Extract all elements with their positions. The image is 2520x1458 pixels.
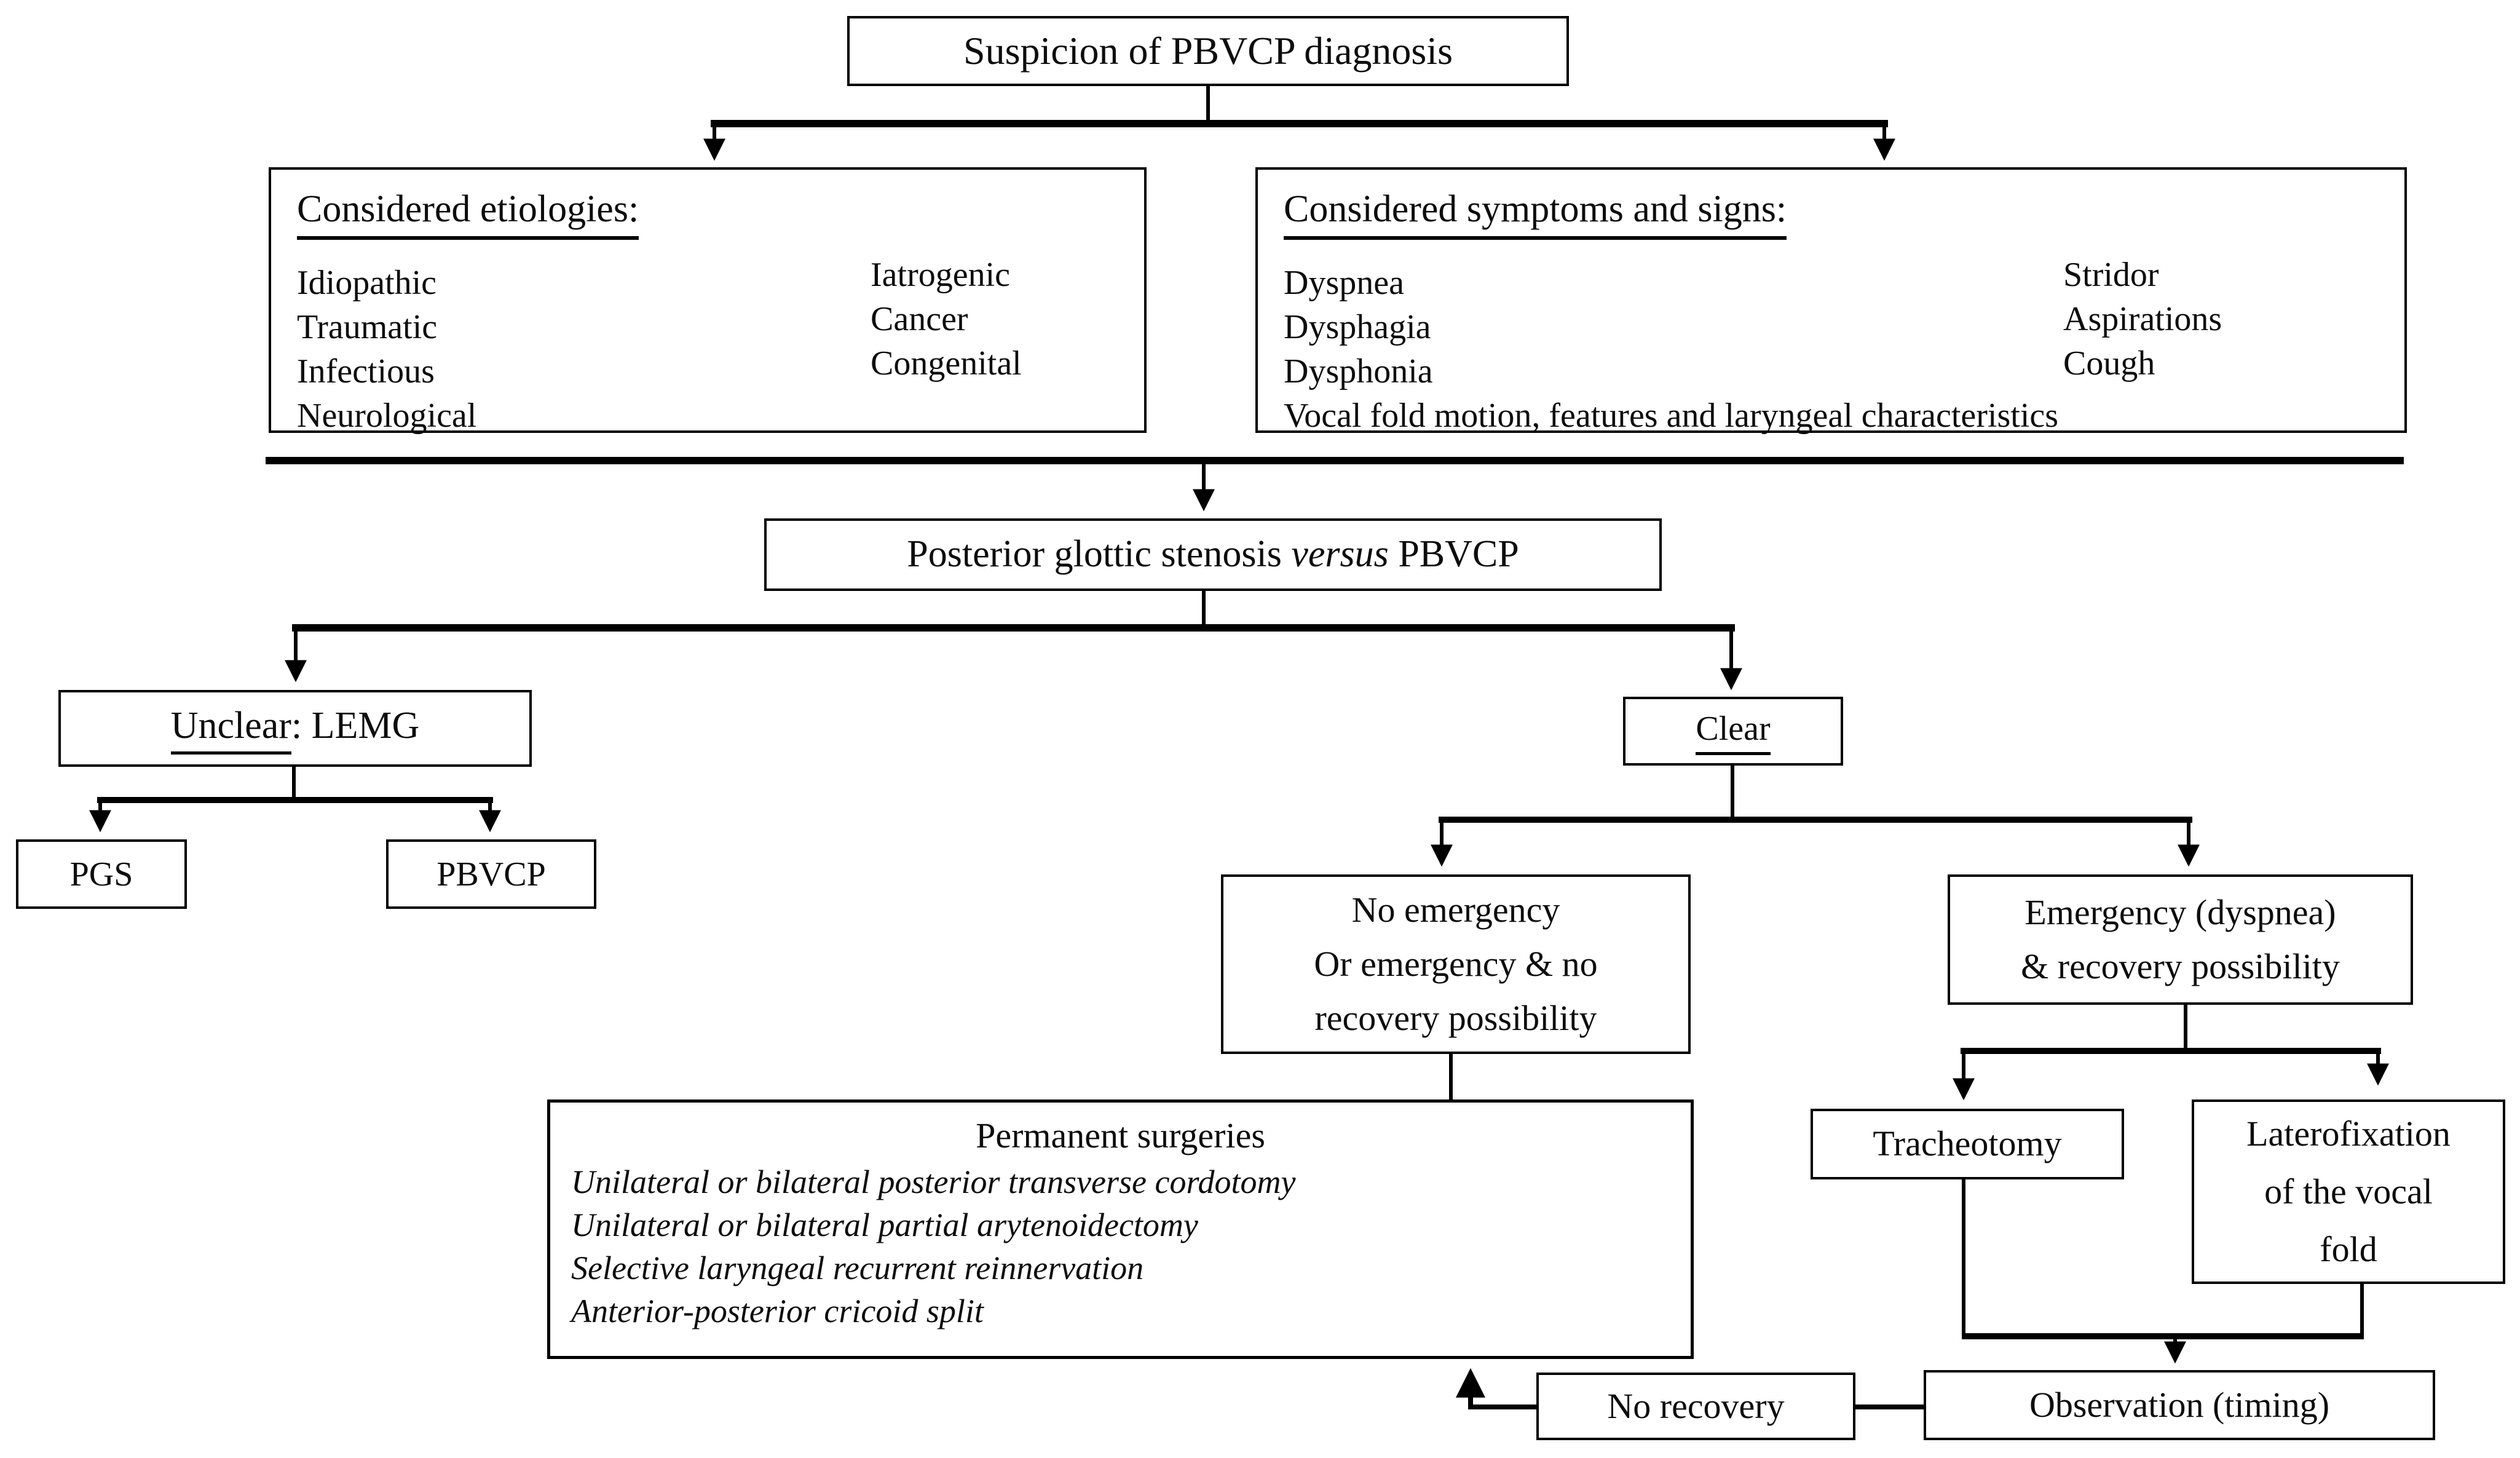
etiology-item: Iatrogenic	[871, 256, 1010, 294]
suspicion-label: Suspicion of PBVCP diagnosis	[963, 29, 1453, 73]
unclear-underlined: Unclear	[170, 702, 291, 755]
no-recovery-label: No recovery	[1607, 1385, 1785, 1426]
emergency-box: Emergency (dyspnea) & recovery possibili…	[1948, 874, 2413, 1005]
tracheotomy-box: Tracheotomy	[1811, 1109, 2124, 1179]
unclear-lemg-label: Unclear: LEMG	[170, 702, 420, 755]
etiology-item: Congenital	[871, 344, 1022, 382]
symptom-item: Dysphagia	[1284, 307, 1431, 346]
etiologies-heading-text: Considered etiologies:	[297, 186, 639, 240]
arrow-norecovery-to-surgeries	[1456, 1368, 1540, 1409]
laterofixation-line: Laterofixation	[2246, 1114, 2451, 1154]
unclear-lemg-box: Unclear: LEMG	[58, 690, 532, 767]
symptoms-heading-text: Considered symptoms and signs:	[1284, 186, 1787, 240]
emergency-line: Emergency (dyspnea)	[2024, 892, 2336, 932]
observation-box: Observation (timing)	[1924, 1370, 2435, 1440]
symptoms-column2: Stridor Aspirations Cough	[2063, 253, 2222, 386]
symptoms-footer: Vocal fold motion, features and laryngea…	[1284, 396, 2059, 435]
symptom-item: Aspirations	[2063, 300, 2222, 338]
symptom-item: Stridor	[2063, 256, 2159, 294]
unclear-rest: : LEMG	[291, 704, 420, 747]
pgs-label: PGS	[69, 855, 133, 893]
laterofixation-box: Laterofixation of the vocal fold	[2192, 1099, 2505, 1284]
surgery-item: Selective laryngeal recurrent reinnervat…	[571, 1250, 1144, 1286]
surgeries-title: Permanent surgeries	[976, 1115, 1265, 1155]
symptom-item: Cough	[2063, 344, 2155, 382]
etiologies-heading: Considered etiologies:	[297, 186, 639, 240]
symptom-item: Dysphonia	[1284, 352, 1433, 390]
symptoms-box: Considered symptoms and signs: Dyspnea D…	[1255, 167, 2407, 435]
stenosis-label-pre: Posterior glottic stenosis	[907, 533, 1292, 576]
surgery-item: Unilateral or bilateral partial arytenoi…	[571, 1206, 1198, 1243]
stenosis-label-post: PBVCP	[1388, 533, 1519, 576]
pbvcp-label: PBVCP	[436, 855, 546, 893]
no-emergency-box: No emergency Or emergency & no recovery …	[1221, 874, 1691, 1054]
etiologies-box: Considered etiologies: Idiopathic Trauma…	[269, 167, 1147, 435]
etiology-item: Cancer	[871, 300, 968, 338]
permanent-surgeries-box: Permanent surgeries Unilateral or bilate…	[547, 1099, 1694, 1359]
observation-label: Observation (timing)	[2029, 1384, 2330, 1425]
laterofixation-line: fold	[2320, 1229, 2377, 1269]
surgery-item: Unilateral or bilateral posterior transv…	[571, 1163, 1296, 1200]
no-emergency-line: No emergency	[1351, 890, 1560, 930]
etiology-item: Traumatic	[297, 307, 438, 346]
surgery-item: Anterior-posterior cricoid split	[571, 1293, 984, 1329]
etiology-item: Infectious	[297, 352, 435, 390]
pgs-box: PGS	[16, 839, 187, 909]
laterofixation-line: of the vocal	[2264, 1171, 2433, 1211]
etiologies-column2: Iatrogenic Cancer Congenital	[871, 253, 1022, 386]
emergency-line: & recovery possibility	[2021, 946, 2340, 986]
symptoms-heading: Considered symptoms and signs:	[1284, 186, 1787, 240]
stenosis-label-versus: versus	[1291, 533, 1389, 576]
symptom-item: Dyspnea	[1284, 263, 1404, 302]
clear-label: Clear	[1696, 707, 1771, 755]
clear-box: Clear	[1623, 697, 1843, 766]
tracheotomy-label: Tracheotomy	[1873, 1123, 2062, 1164]
no-recovery-box: No recovery	[1536, 1373, 1855, 1440]
stenosis-vs-pbvcp-box: Posterior glottic stenosis versus PBVCP	[764, 518, 1662, 591]
pbvcp-box: PBVCP	[386, 839, 596, 909]
stenosis-vs-pbvcp-label: Posterior glottic stenosis versus PBVCP	[907, 531, 1519, 579]
suspicion-box: Suspicion of PBVCP diagnosis	[847, 16, 1569, 86]
no-emergency-line: Or emergency & no	[1314, 944, 1598, 984]
etiology-item: Idiopathic	[297, 263, 437, 302]
etiology-item: Neurological	[297, 396, 477, 435]
no-emergency-line: recovery possibility	[1314, 998, 1597, 1038]
